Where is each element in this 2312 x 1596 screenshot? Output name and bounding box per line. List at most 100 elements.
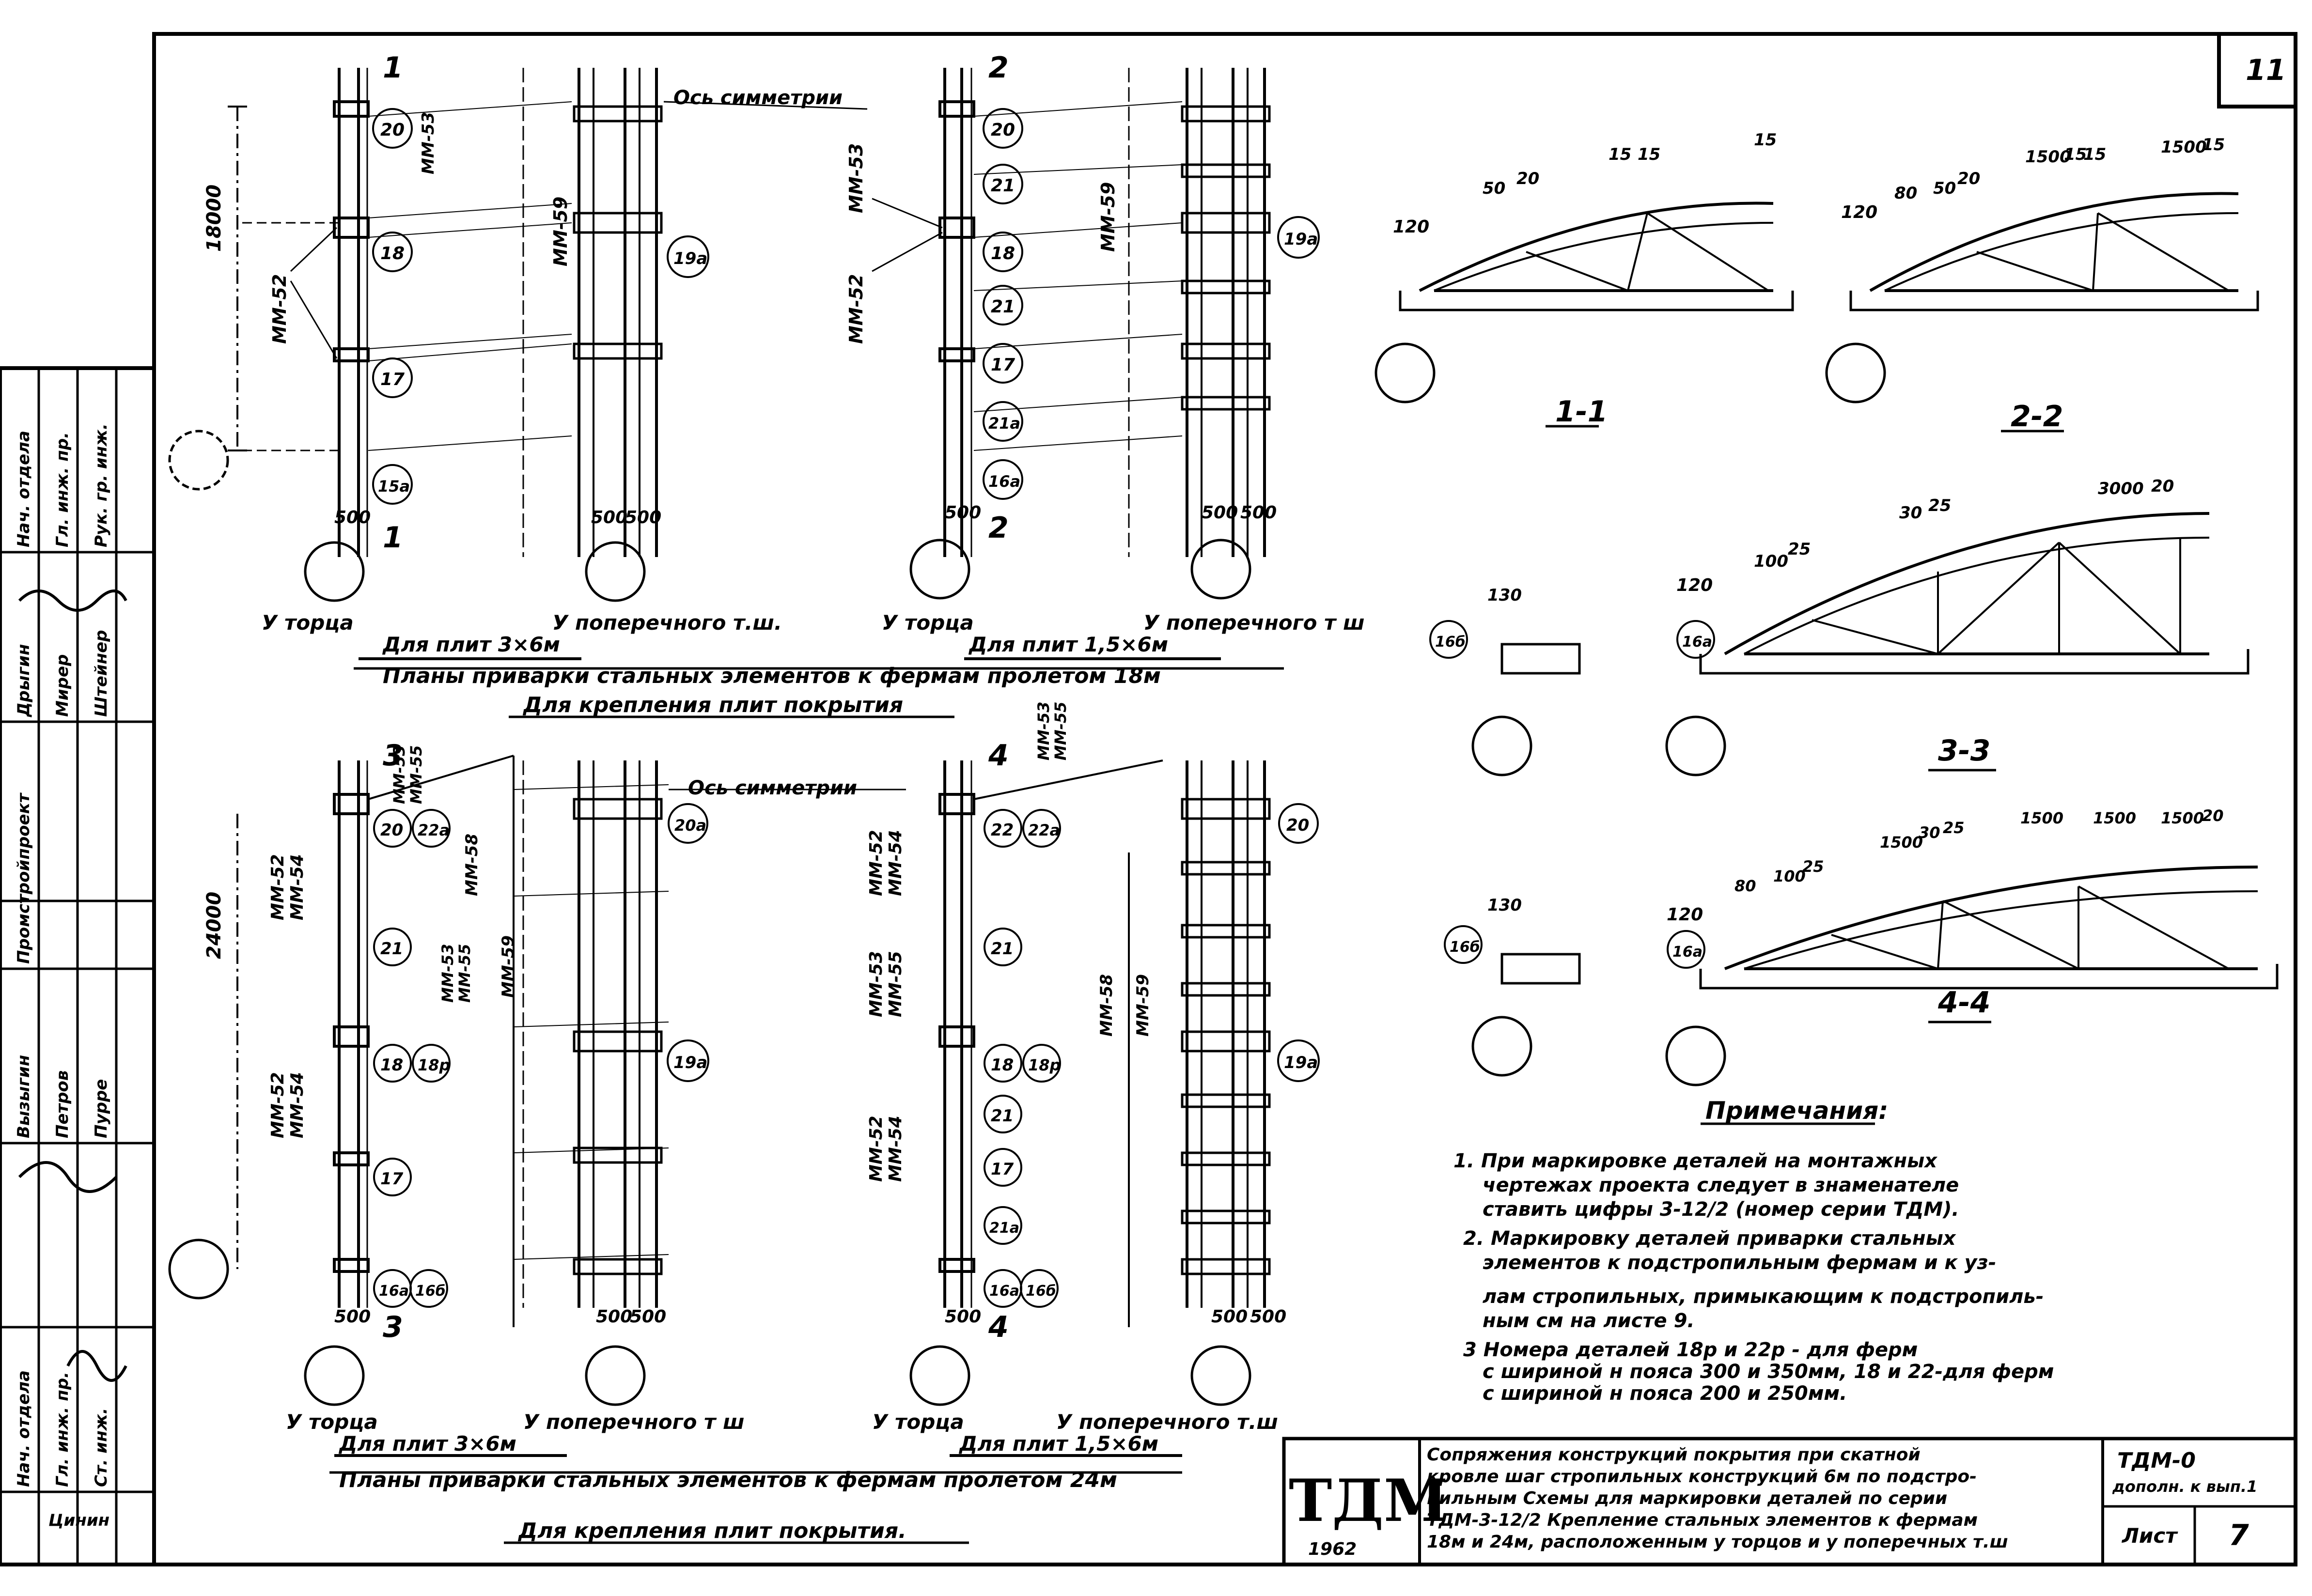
svg-text:16а: 16а [1682, 634, 1712, 651]
svg-text:30: 30 [1919, 823, 1940, 842]
svg-text:У поперечного т.ш: У поперечного т.ш [1056, 1410, 1278, 1434]
svg-text:19а: 19а [1284, 230, 1318, 249]
svg-text:ММ-59: ММ-59 [1097, 182, 1119, 252]
svg-text:500: 500 [591, 508, 627, 527]
svg-text:18: 18 [991, 244, 1015, 263]
svg-text:20: 20 [2202, 806, 2224, 825]
side-stamp: Нач. отдела Гл. инж. пр. Рук. гр. инж. Д… [0, 366, 156, 1566]
svg-text:3: 3 [383, 739, 403, 773]
svg-text:15: 15 [2202, 135, 2225, 155]
svg-text:ММ-53: ММ-53 [1034, 702, 1053, 761]
svg-text:1500: 1500 [1880, 833, 1923, 852]
svg-text:25: 25 [1802, 857, 1824, 876]
svg-text:ММ-55: ММ-55 [886, 951, 906, 1017]
section-2-2: 120 80 50 20 1500 15 15 1500 15 2-2 [1825, 135, 2259, 434]
notes-title: Примечания: [1705, 1097, 1888, 1125]
svg-text:18000: 18000 [203, 185, 225, 252]
svg-text:Петров: Петров [53, 1070, 72, 1138]
svg-text:3 Номера деталей 18р и 22р -: 3 Номера деталей 18р и 22р - для ферм [1463, 1339, 1918, 1361]
svg-text:17: 17 [991, 1160, 1014, 1179]
svg-text:лам стропильных, примыкающим к: лам стропильных, примыкающим к подстропи… [1483, 1286, 2044, 1308]
svg-text:50: 50 [1483, 179, 1505, 198]
svg-text:чертежах проекта следует в зна: чертежах проекта следует в знаменателе [1483, 1174, 1959, 1196]
svg-text:120: 120 [1393, 217, 1429, 237]
svg-text:16а: 16а [988, 472, 1020, 491]
svg-text:100: 100 [1773, 867, 1806, 885]
svg-text:18р: 18р [418, 1056, 450, 1074]
svg-text:80: 80 [1734, 877, 1756, 895]
svg-text:500: 500 [1250, 1307, 1286, 1327]
issue-note: дополн. к вып.1 [2112, 1477, 2257, 1496]
svg-text:Для плит 3×6м: Для плит 3×6м [382, 633, 560, 656]
svg-text:15: 15 [1754, 130, 1777, 150]
svg-text:У торца: У торца [286, 1410, 378, 1434]
svg-text:4: 4 [988, 739, 1009, 773]
svg-text:ММ-53: ММ-53 [419, 112, 438, 174]
svg-text:Цинин: Цинин [48, 1511, 109, 1530]
svg-text:1500: 1500 [2020, 809, 2063, 827]
svg-text:21: 21 [380, 939, 403, 959]
svg-text:Для плит 1,5×6м: Для плит 1,5×6м [968, 633, 1168, 656]
svg-text:21а: 21а [988, 414, 1020, 433]
svg-text:2: 2 [988, 51, 1009, 85]
svg-text:Ст. инж.: Ст. инж. [92, 1408, 111, 1487]
svg-text:16а: 16а [989, 1283, 1019, 1300]
svg-text:4: 4 [988, 1310, 1009, 1344]
svg-text:У поперечного т.ш.: У поперечного т.ш. [552, 611, 782, 635]
svg-text:19а: 19а [673, 1053, 707, 1072]
svg-text:22: 22 [991, 821, 1014, 840]
notes: Примечания: 1. При маркировке деталей на… [1453, 1097, 2054, 1405]
svg-text:21а: 21а [989, 1220, 1019, 1237]
svg-text:25: 25 [1788, 540, 1811, 559]
svg-text:21: 21 [991, 297, 1015, 317]
svg-text:19а: 19а [673, 249, 707, 268]
corner-number: 11 [2246, 53, 2286, 87]
svg-text:16б: 16б [415, 1283, 446, 1300]
svg-text:ММ-55: ММ-55 [1051, 702, 1070, 761]
svg-text:1500: 1500 [2093, 809, 2136, 827]
svg-text:20: 20 [1516, 169, 1539, 188]
logo-year: 1962 [1308, 1539, 1357, 1559]
svg-text:ММ-59: ММ-59 [499, 935, 518, 998]
svg-text:500: 500 [596, 1307, 632, 1327]
svg-text:ММ-53: ММ-53 [390, 745, 408, 805]
svg-text:Промстройпроект: Промстройпроект [14, 792, 33, 964]
svg-text:16а: 16а [1672, 944, 1703, 961]
svg-text:2: 2 [988, 511, 1009, 545]
svg-text:25: 25 [1943, 819, 1965, 837]
svg-text:120: 120 [1841, 202, 1877, 222]
svg-text:Для плит 3×6м: Для плит 3×6м [338, 1432, 516, 1456]
svg-text:120: 120 [1667, 905, 1703, 925]
svg-text:500: 500 [945, 1307, 981, 1327]
svg-text:Штейнер: Штейнер [92, 630, 111, 717]
svg-text:120: 120 [1676, 575, 1713, 595]
svg-text:Нач. отдела: Нач. отдела [14, 431, 33, 547]
svg-text:Для плит 1,5×6м: Для плит 1,5×6м [958, 1432, 1158, 1456]
svg-text:3-3: 3-3 [1938, 734, 1990, 768]
svg-text:16а: 16а [379, 1283, 409, 1300]
svg-text:Мирер: Мирер [53, 654, 72, 717]
corner-box [2217, 32, 2297, 108]
svg-text:2-2: 2-2 [2011, 400, 2063, 434]
svg-text:22а: 22а [418, 821, 450, 839]
svg-text:21: 21 [991, 176, 1015, 196]
svg-text:1: 1 [383, 521, 403, 555]
svg-text:Вызыгин: Вызыгин [14, 1055, 33, 1138]
svg-text:22а: 22а [1028, 821, 1060, 839]
svg-text:80: 80 [1894, 184, 1917, 203]
svg-text:500: 500 [334, 1307, 371, 1327]
svg-text:500: 500 [1202, 503, 1238, 523]
svg-text:ММ-54: ММ-54 [886, 830, 906, 896]
svg-text:ММ-52: ММ-52 [866, 830, 886, 896]
svg-text:1500: 1500 [2161, 809, 2204, 827]
svg-text:кровле шаг стропильных констру: кровле шаг стропильных конструкций 6м по… [1427, 1467, 1977, 1487]
svg-text:50: 50 [1933, 179, 1956, 198]
svg-text:У торца: У торца [882, 611, 974, 635]
svg-text:ММ-54: ММ-54 [886, 1116, 906, 1182]
svg-text:элементов к подстропильным фер: элементов к подстропильным фермам и к уз… [1483, 1252, 1996, 1274]
svg-text:ММ-52: ММ-52 [845, 274, 867, 344]
plan-3: 24000 3 3 Ось симметрии 20 22а 21 18 18р [168, 739, 906, 1457]
svg-text:20: 20 [2151, 477, 2174, 496]
svg-text:У торца: У торца [872, 1410, 964, 1434]
